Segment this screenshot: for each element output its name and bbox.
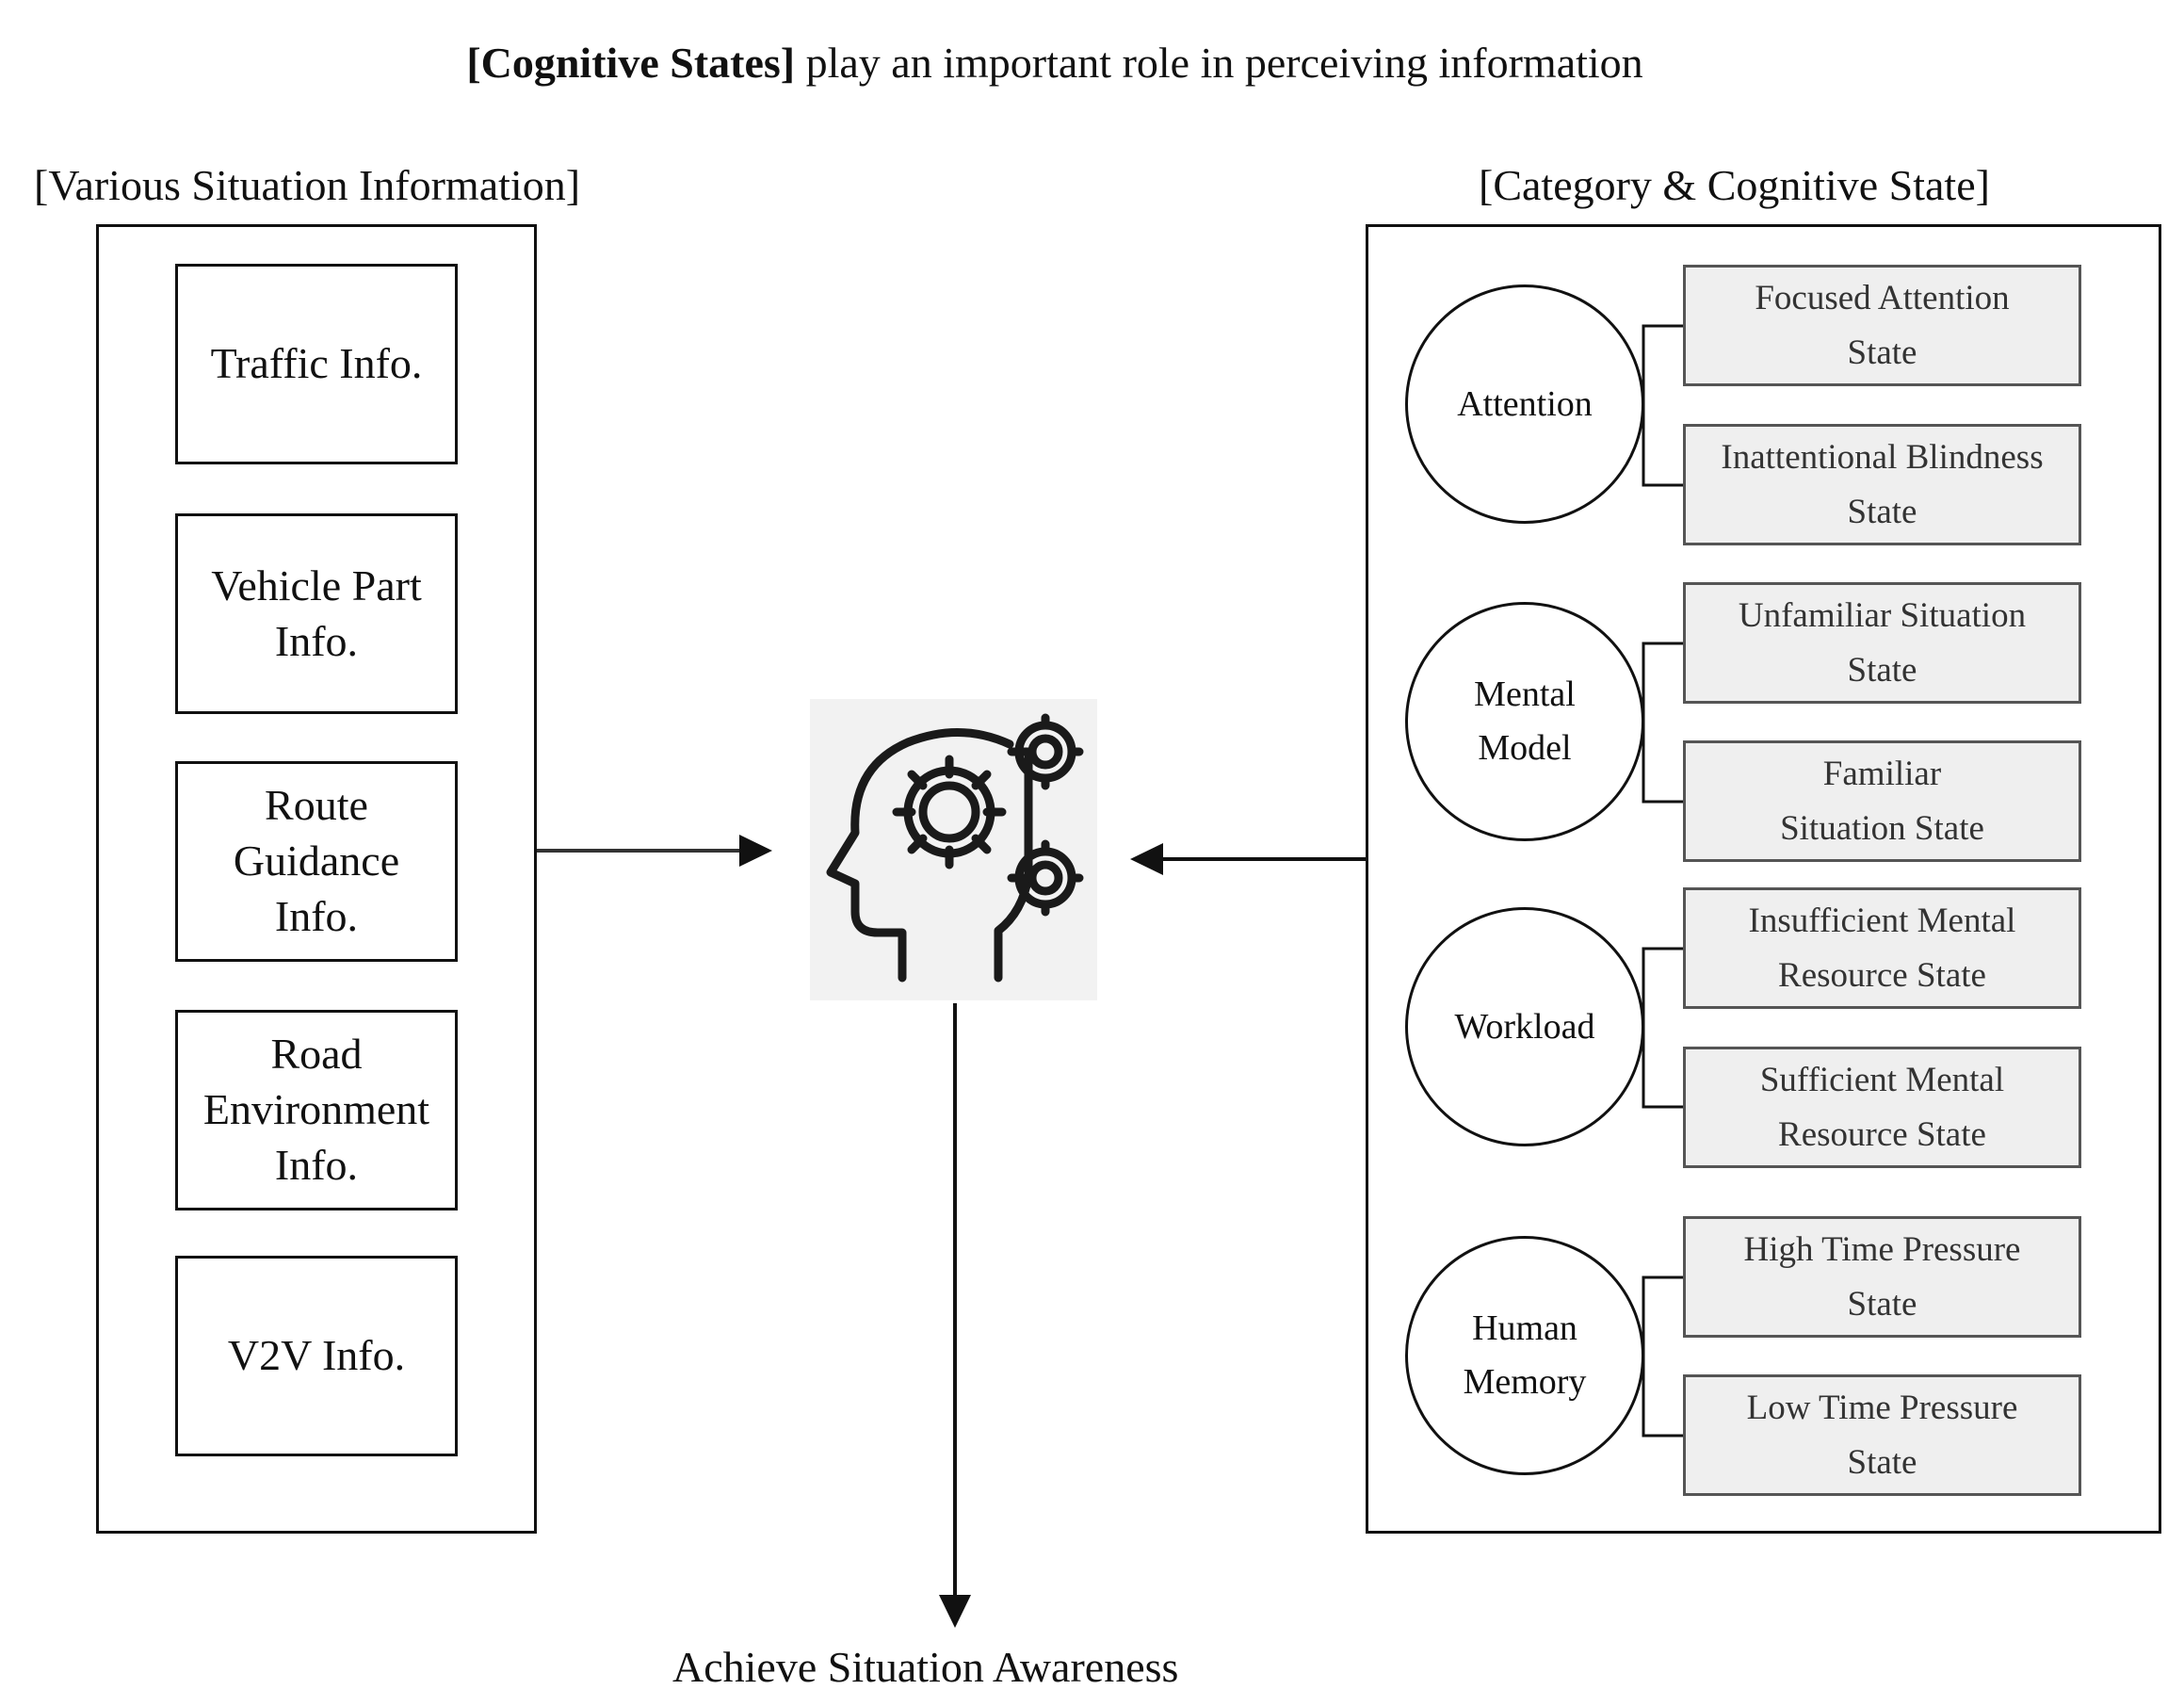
arrow-right-to-center — [1130, 843, 1366, 875]
bracket-human-memory — [1642, 1275, 1683, 1438]
category-attention: Attention — [1405, 284, 1644, 524]
info-box-vehicle-part: Vehicle Part Info. — [175, 513, 458, 714]
state-label: Insufficient Mental Resource State — [1748, 902, 2016, 995]
category-mental-model: Mental Model — [1405, 602, 1644, 841]
title-bold: [Cognitive States] — [466, 39, 796, 87]
category-human-memory: Human Memory — [1405, 1236, 1644, 1475]
center-icon-area — [810, 699, 1097, 1000]
state-sufficient-mental-resource: Sufficient Mental Resource State — [1683, 1047, 2081, 1168]
category-label: Human Memory — [1463, 1308, 1587, 1402]
info-box-road-environment: Road Environment Info. — [175, 1010, 458, 1210]
state-label: Sufficient Mental Resource State — [1759, 1061, 2005, 1154]
title-rest: play an important role in perceiving inf… — [795, 39, 1643, 87]
left-panel-label: [Various Situation Information] — [34, 161, 581, 209]
cognitive-state-panel — [1366, 224, 2161, 1534]
info-box-label: Traffic Info. — [210, 339, 423, 388]
arrow-left-to-center — [537, 835, 772, 867]
state-insufficient-mental-resource: Insufficient Mental Resource State — [1683, 887, 2081, 1009]
category-workload: Workload — [1405, 907, 1644, 1146]
state-high-time-pressure: High Time Pressure State — [1683, 1216, 2081, 1338]
diagram-title: [Cognitive States] play an important rol… — [0, 38, 2110, 88]
info-box-v2v: V2V Info. — [175, 1256, 458, 1456]
output-label: Achieve Situation Awareness — [672, 1643, 1179, 1691]
info-box-label: Route Guidance Info. — [233, 781, 400, 940]
info-box-label: Road Environment Info. — [202, 1030, 430, 1189]
state-label: Familiar Situation State — [1780, 755, 1984, 848]
bracket-attention — [1642, 324, 1683, 487]
state-label: Low Time Pressure State — [1746, 1389, 2018, 1482]
state-focused-attention: Focused Attention State — [1683, 265, 2081, 386]
arrow-center-to-output — [939, 1003, 971, 1628]
state-label: Unfamiliar Situation State — [1738, 596, 2027, 690]
state-familiar-situation: Familiar Situation State — [1683, 740, 2081, 862]
brain-gears-icon — [826, 713, 1084, 983]
category-label: Mental Model — [1474, 674, 1576, 768]
category-label: Workload — [1454, 1006, 1595, 1047]
info-box-traffic: Traffic Info. — [175, 264, 458, 464]
info-box-label: Vehicle Part Info. — [211, 561, 422, 665]
state-label: High Time Pressure State — [1743, 1230, 2021, 1324]
state-low-time-pressure: Low Time Pressure State — [1683, 1374, 2081, 1496]
info-box-route-guidance: Route Guidance Info. — [175, 761, 458, 962]
bracket-mental-model — [1642, 642, 1683, 804]
state-label: Inattentional Blindness State — [1721, 438, 2044, 531]
state-inattentional-blindness: Inattentional Blindness State — [1683, 424, 2081, 545]
situation-info-panel — [96, 224, 537, 1534]
category-label: Attention — [1457, 383, 1593, 424]
info-box-label: V2V Info. — [227, 1331, 406, 1380]
bracket-workload — [1642, 947, 1683, 1109]
state-label: Focused Attention State — [1755, 279, 2010, 372]
state-unfamiliar-situation: Unfamiliar Situation State — [1683, 582, 2081, 704]
right-panel-label: [Category & Cognitive State] — [1479, 161, 1990, 209]
